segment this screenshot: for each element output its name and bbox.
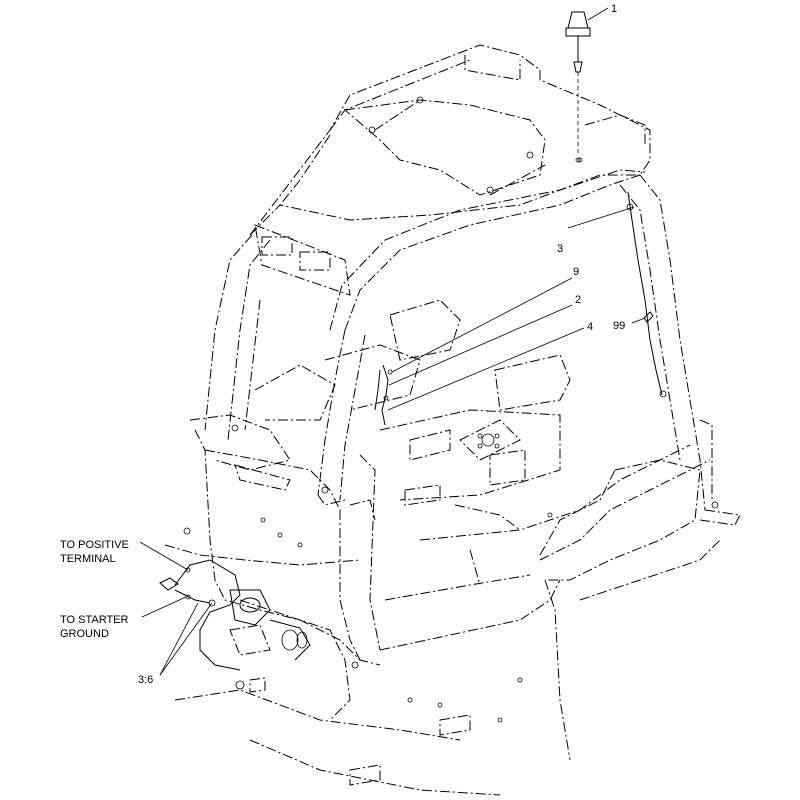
label-to-positive-line2: TERMINAL: [60, 553, 116, 565]
callout-9: 9: [573, 266, 579, 278]
callout-3: 3: [557, 243, 563, 255]
harness-console: [374, 364, 393, 426]
operator-seat: [254, 299, 571, 531]
cab-frame: [204, 169, 741, 526]
floor-plate: [164, 444, 721, 796]
battery-wiring: [159, 527, 311, 671]
beacon-light: [565, 11, 591, 163]
callout-4: 4: [587, 321, 593, 333]
label-to-starter-line2: GROUND: [60, 628, 109, 640]
mounting-holes: [231, 96, 719, 723]
leader-lines: [139, 7, 646, 676]
callout-3-6: 3:6: [138, 674, 153, 686]
harness-right-pillar: [626, 191, 667, 398]
callout-2: 2: [575, 294, 581, 306]
callout-99: 99: [613, 320, 625, 332]
cab-roof: [249, 44, 651, 236]
callout-1: 1: [611, 3, 617, 15]
label-to-starter-line1: TO STARTER: [60, 614, 129, 626]
front-body: [189, 414, 561, 666]
label-to-positive-line1: TO POSITIVE: [60, 539, 129, 551]
